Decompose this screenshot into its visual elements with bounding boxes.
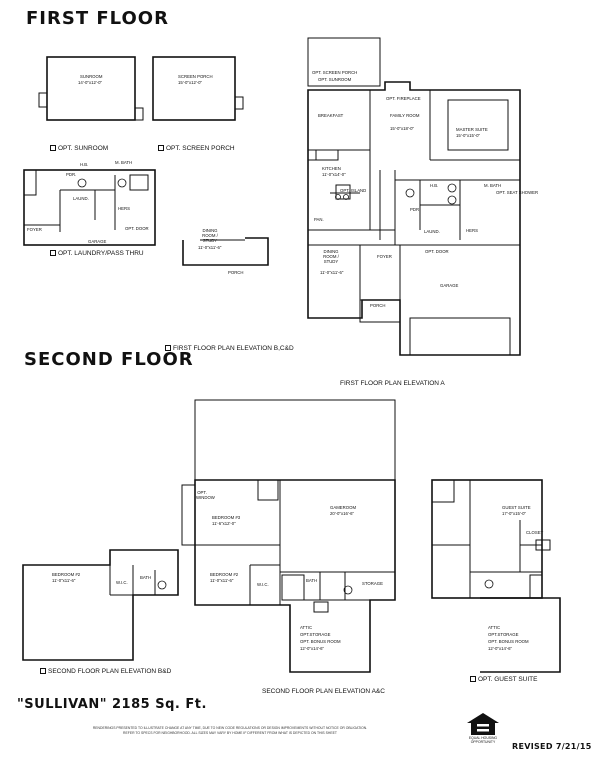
- ff-master-suite: MASTER SUITE: [456, 127, 488, 132]
- ff-family-room: FAMILY ROOM: [390, 113, 420, 118]
- ff-breakfast: BREAKFAST: [318, 113, 344, 118]
- bd-wic: W.I.C.: [116, 580, 128, 585]
- gs-opt-bonus: OPT. BONUS ROOM: [488, 639, 529, 644]
- dining-study-dim: 11'-0"x11'-6": [198, 245, 222, 250]
- ff-garage: GARAGE: [440, 283, 459, 288]
- ac-attic: ATTIC: [300, 625, 313, 630]
- ff-pan: PAN.: [314, 217, 324, 222]
- sf-elev-bd-label: SECOND FLOOR PLAN ELEVATION B&D: [48, 668, 172, 675]
- ac-bedroom2: BEDROOM #2: [210, 572, 239, 577]
- disclaimer-line-1: RENDERINGS PRESENTED TO ILLUSTRATE CHANG…: [92, 726, 368, 730]
- laundry-hb: H.B.: [80, 162, 89, 167]
- ff-mbath: M. BATH: [484, 183, 502, 188]
- ac-gameroom: GAMEROOM: [330, 505, 357, 510]
- ff-fireplace: OPT. FIREPLACE: [386, 96, 421, 101]
- gs-opt-storage: OPT.STORAGE: [488, 632, 519, 637]
- plan-title: "SULLIVAN" 2185 Sq. Ft.: [17, 697, 207, 712]
- ac-gameroom-dim: 20'-0"x16'-6": [330, 511, 355, 516]
- gs-attic: ATTIC: [488, 625, 501, 630]
- ac-wic: W.I.C.: [257, 582, 269, 587]
- laundry-pdr: PDR.: [66, 172, 77, 177]
- sf-elev-bd-checkbox[interactable]: [40, 668, 46, 674]
- opt-screen-porch-checkbox[interactable]: [158, 145, 164, 151]
- sunroom-outline: [46, 56, 136, 121]
- opt-guest-suite-checkbox[interactable]: [470, 676, 476, 682]
- house-icon: [467, 713, 499, 735]
- ac-bedroom3-dim: 11'-6"x12'-0": [212, 521, 236, 526]
- ff-master-suite-dim: 15'-0"x15'-0": [456, 133, 481, 138]
- laundry-outline: [23, 169, 156, 246]
- laundry-hers: HERS: [118, 206, 130, 211]
- opt-guest-suite-label: OPT. GUEST SUITE: [478, 676, 538, 683]
- ff-foyer: FOYER: [377, 254, 392, 259]
- ff-laund: LAUND.: [424, 229, 440, 234]
- dining-study-label: DINING ROOM / STUDY: [202, 228, 218, 243]
- ff-dining-dim: 11'-0"x11'-6": [320, 270, 344, 275]
- ff-elev-a-label: FIRST FLOOR PLAN ELEVATION A: [340, 380, 445, 387]
- laundry-mbath: M. BATH: [115, 160, 133, 165]
- screen-porch-option-box: [307, 37, 381, 87]
- room-screen-porch: SCREEN PORCH: [178, 74, 213, 79]
- ac-opt-bonus: OPT. BONUS ROOM: [300, 639, 341, 644]
- laundry-garage: GARAGE: [88, 239, 107, 244]
- ff-shower: OPT. SEAT SHOWER: [496, 190, 539, 195]
- opt-sunroom-label: OPT. SUNROOM: [58, 145, 109, 152]
- bd-bath: BATH: [140, 575, 152, 580]
- dining-study-outline: [182, 237, 269, 266]
- second-floor-ac-outline: [194, 479, 396, 673]
- room-sunroom-dim: 14'-0"x12'-0": [78, 80, 103, 85]
- revised-date: REVISED 7/21/15: [512, 742, 592, 751]
- bd-bedroom2: BEDROOM #2: [52, 572, 81, 577]
- porch-bcd: PORCH: [228, 270, 244, 275]
- ff-kitchen: KITCHEN: [322, 166, 341, 171]
- ff-opt-screen-porch: OPT. SCREEN PORCH: [312, 70, 358, 75]
- bd-bedroom2-dim: 11'-0"x11'-6": [52, 578, 76, 583]
- ff-elev-bcd-checkbox[interactable]: [165, 345, 171, 351]
- first-floor-outline: [307, 81, 521, 356]
- gs-guest-suite-dim: 17'-0"x15'-0": [502, 511, 527, 516]
- gs-opt-bonus-dim: 12'-0"x14'-6": [488, 646, 513, 651]
- ac-bath: BATH: [306, 578, 318, 583]
- disclaimer-line-2: REFER TO SPECS FOR NEIGHBORHOOD. ALL SIZ…: [123, 731, 337, 735]
- second-floor-heading: SECOND FLOOR: [24, 349, 194, 370]
- ac-opt-window: OPT. WINDOW: [196, 490, 215, 500]
- laundry-optdoor: OPT. DOOR: [125, 226, 149, 231]
- ff-elev-bcd-label: FIRST FLOOR PLAN ELEVATION B,C&D: [173, 345, 294, 352]
- ff-opt-sunroom: OPT. SUNROOM: [318, 77, 352, 82]
- first-floor-heading: FIRST FLOOR: [26, 8, 169, 29]
- sf-elev-ac-label: SECOND FLOOR PLAN ELEVATION A&C: [262, 688, 385, 695]
- ff-island: OPT. ISLAND: [340, 188, 367, 193]
- gs-guest-suite: GUEST SUITE: [502, 505, 531, 510]
- opt-sunroom-checkbox[interactable]: [50, 145, 56, 151]
- opt-laundry-checkbox[interactable]: [50, 250, 56, 256]
- opt-screen-porch-label: OPT. SCREEN PORCH: [166, 145, 235, 152]
- second-floor-roof-outline: [194, 399, 396, 481]
- ff-kitchen-dim: 11'-0"x14'-0": [322, 172, 346, 177]
- room-screen-porch-dim: 15'-0"x12'-0": [178, 80, 203, 85]
- ac-bedroom3: BEDROOM #3: [212, 515, 241, 520]
- ff-dining: DINING ROOM / STUDY: [323, 249, 339, 264]
- ff-pdr: PDR.: [410, 207, 421, 212]
- ff-hb: H.B.: [430, 183, 439, 188]
- equal-housing-text: EQUAL HOUSING OPPORTUNITY: [468, 736, 498, 744]
- ff-opt-door: OPT. DOOR: [425, 249, 449, 254]
- screen-porch-outline: [152, 56, 236, 121]
- ac-opt-bonus-dim: 12'-0"x14'-6": [300, 646, 325, 651]
- ff-porch: PORCH: [370, 303, 386, 308]
- ac-bedroom2-dim: 11'-0"x11'-6": [210, 578, 234, 583]
- opt-laundry-label: OPT. LAUNDRY/PASS THRU: [58, 250, 144, 257]
- gs-closet: CLOSET: [526, 530, 544, 535]
- room-sunroom: SUNROOM: [80, 74, 103, 79]
- ff-hers: HERS: [466, 228, 478, 233]
- equal-housing-logo: EQUAL HOUSING OPPORTUNITY: [466, 712, 500, 746]
- ff-family-room-dim: 15'-0"x18'-0": [390, 126, 415, 131]
- ac-opt-storage: OPT.STORAGE: [300, 632, 331, 637]
- laundry-laund: LAUND.: [73, 196, 89, 201]
- second-floor-bd-outline: [22, 549, 179, 661]
- ac-storage: STORAGE: [362, 581, 383, 586]
- laundry-foyer: FOYER: [27, 227, 42, 232]
